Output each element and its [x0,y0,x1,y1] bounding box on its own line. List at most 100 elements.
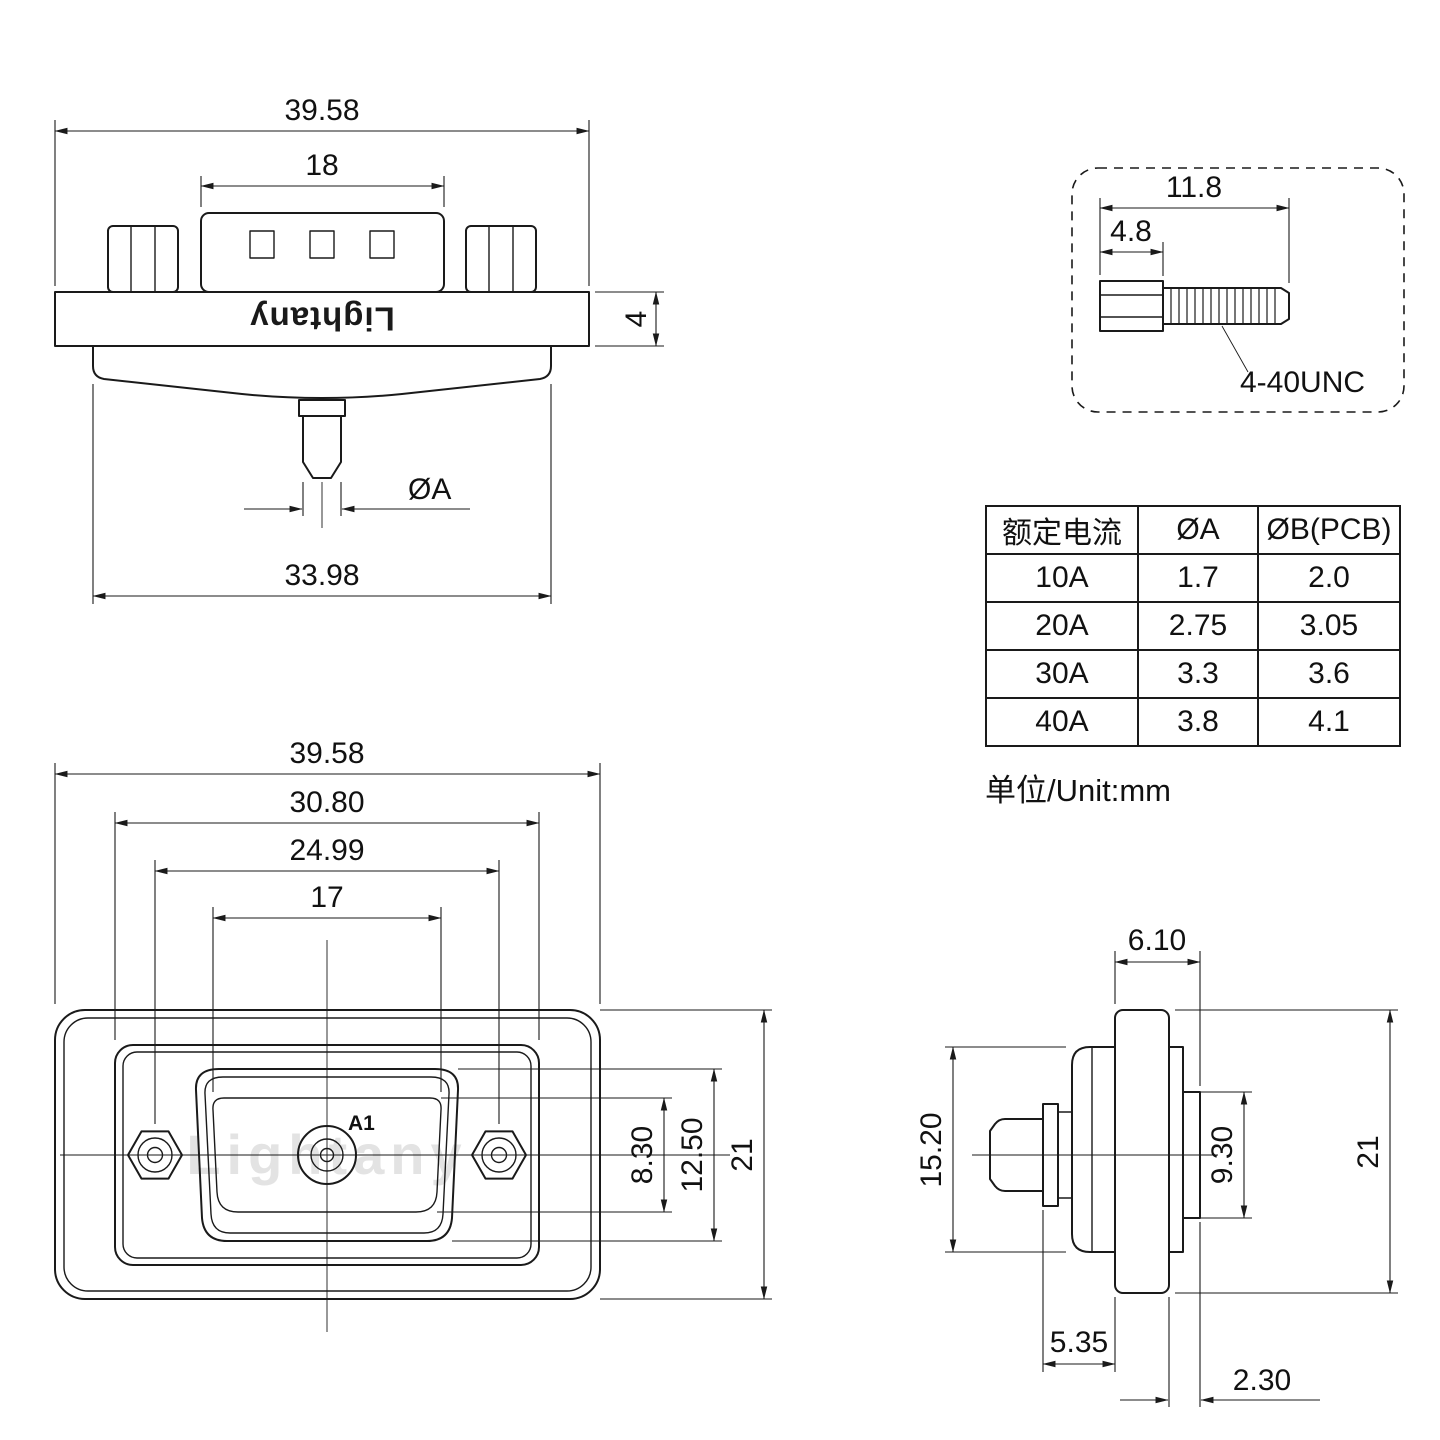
cell-current: 20A [985,601,1139,651]
dim-label: 39.58 [284,94,359,127]
boss-inner-outline [122,1051,532,1259]
front-view: Lightany A1 39. [54,737,772,1332]
dim-label: 6.10 [1128,924,1186,957]
dim-label: 18 [305,149,338,182]
dim-label: ØA [408,473,451,506]
dim-label: 4.8 [1110,215,1152,248]
jackscrew-left [107,225,179,293]
cell-current: 30A [985,649,1139,699]
dim-label: 24.99 [289,834,364,867]
dim-side-rear-boss-depth: 2.30 [1120,1222,1320,1407]
dim-side-rear-depth: 6.10 [1114,924,1201,1086]
dim-side-front-depth: 5.35 [1042,1210,1116,1372]
flange-outline [54,1009,601,1300]
dim-top-body-width: 33.98 [92,384,552,604]
dim-side-overall-height: 21 [1175,1009,1398,1294]
dim-label: 12.50 [676,1117,709,1192]
dshell-inner-outline [204,1076,450,1234]
cell-dia-b: 3.6 [1257,649,1401,699]
jackscrew-right [465,225,537,293]
dim-front-boss-width: 30.80 [114,786,540,1040]
dim-front-overall-height: 21 [600,1009,772,1300]
table-header-row: 额定电流 ØA ØB(PCB) [985,505,1401,555]
dim-label: 8.30 [626,1126,659,1184]
cell-current: 40A [985,697,1139,747]
flange-edge [1114,1009,1170,1294]
dim-top-pin-diameter: ØA [244,473,470,516]
dim-screw-head-length: 4.8 [1099,215,1164,276]
dim-label: 39.58 [289,737,364,770]
dim-top-flange-thickness: 4 [595,291,664,347]
cell-dia-a: 1.7 [1137,553,1259,603]
dim-label: 11.8 [1166,171,1222,204]
cell-dia-b: 2.0 [1257,553,1401,603]
dim-label: 21 [1352,1135,1385,1168]
dim-front-overall-width: 39.58 [54,737,601,1004]
cell-dia-a: 3.3 [1137,649,1259,699]
watermark: Lightany [186,1123,467,1186]
dim-side-boss-height: 9.30 [1200,1091,1252,1219]
boss-outline [114,1044,540,1266]
dim-front-shell-height: 12.50 [452,1068,722,1242]
unit-note: 单位/Unit:mm [985,773,1171,808]
dim-front-insert-width: 17 [212,881,442,1092]
cell-dia-a: 3.8 [1137,697,1259,747]
hex-nut-left [127,1130,183,1180]
dim-label: 9.30 [1206,1126,1239,1184]
dim-top-insert-width: 18 [200,149,445,207]
cell-dia-b: 4.1 [1257,697,1401,747]
rear-plate [1168,1046,1184,1253]
screw-detail: 11.8 4.8 4-40UNC [1071,167,1405,413]
table-row: 20A 2.75 3.05 [985,601,1401,651]
spec-table: 额定电流 ØA ØB(PCB) 10A 1.7 2.0 20A 2.75 3.0… [985,505,1401,747]
table-row: 30A 3.3 3.6 [985,649,1401,699]
solder-cup-1 [249,230,275,259]
pin-collar [298,399,346,417]
body-shell-side [92,346,552,399]
screw-shaft [1162,287,1290,325]
cell-current: 10A [985,553,1139,603]
header-dia-a: ØA [1137,505,1259,555]
power-pin-side [302,415,342,479]
leader-line [1221,325,1249,373]
screw-threads [1170,288,1276,324]
header-rated-current: 额定电流 [985,505,1139,555]
hex-nut-right [471,1130,527,1180]
flange-inner-outline [63,1017,592,1292]
dim-screw-total-length: 11.8 [1099,171,1290,283]
dim-front-mount-spacing: 24.99 [154,834,500,1124]
insert-outline [212,1097,442,1213]
detail-border [1071,167,1405,413]
rear-boss [1182,1091,1201,1219]
center-contact [297,1125,357,1185]
screw-head [1099,280,1164,332]
side-view: 6.10 15.20 9.30 21 5.35 [915,924,1398,1407]
thread-callout: 4-40UNC [1221,325,1365,399]
power-pin-edge [989,1118,1044,1192]
cell-dia-a: 2.75 [1137,601,1259,651]
solder-cup-2 [309,230,335,259]
pin-label: A1 [348,1112,375,1135]
dim-label: 2.30 [1233,1364,1291,1397]
cell-dia-b: 3.05 [1257,601,1401,651]
insert-block [200,212,445,293]
front-shell-edge [1071,1046,1115,1253]
pin-neck [1057,1111,1073,1199]
solder-cup-3 [369,230,395,259]
dim-side-front-height: 15.20 [915,1046,1066,1253]
table-row: 40A 3.8 4.1 [985,697,1401,747]
dshell-outline [194,1068,460,1242]
dim-label: 17 [310,881,343,914]
header-dia-b-pcb: ØB(PCB) [1257,505,1401,555]
top-side-view: Lightany 39.58 18 4 33.98 [54,94,664,604]
dim-label: 21 [726,1138,759,1171]
dim-front-insert-height: 8.30 [437,1097,672,1213]
brand-logo: Lightany [249,301,395,338]
dim-label: 33.98 [284,559,359,592]
thread-label: 4-40UNC [1240,366,1365,399]
dim-label: 4 [620,311,653,328]
dim-top-overall-width: 39.58 [54,94,590,286]
dim-label: 15.20 [915,1112,948,1187]
